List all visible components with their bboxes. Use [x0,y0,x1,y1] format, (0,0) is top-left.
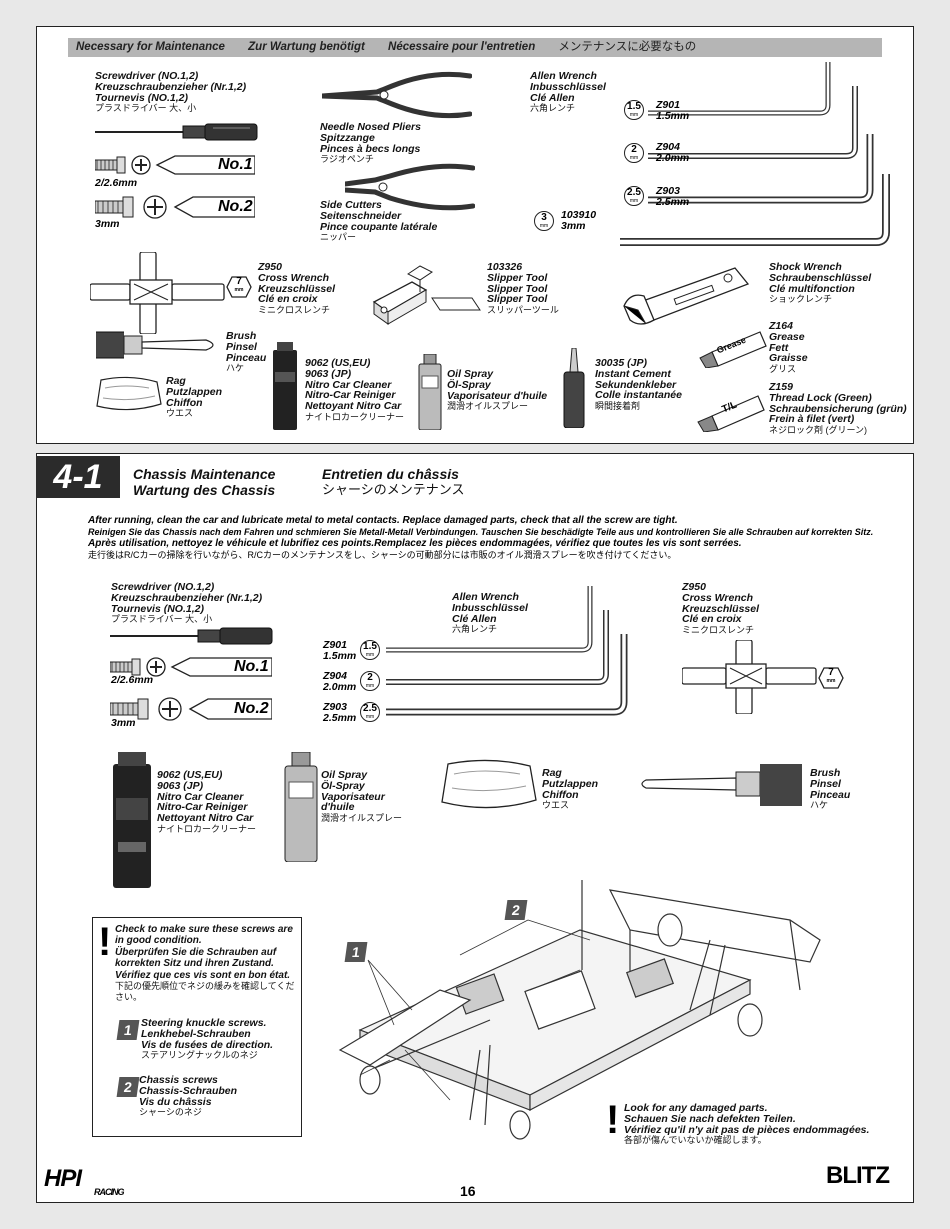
allen-wrench-set-icon-2 [386,586,628,716]
cross-wrench-icon [90,252,225,334]
allen-wrench-set-icon [620,62,890,246]
brush-label-2: Brush Pinsel Pinceau ハケ [810,767,851,811]
cross-wrench-label-2: Z950 Cross Wrench Kreuzschlüssel Clé en … [682,581,760,636]
screw-check-box [92,917,302,1137]
no2-label: No.2 [218,198,253,215]
screw-small-size: 2/2.6mm [95,177,138,189]
screw-small-size-2: 2/2.6mm [111,674,154,686]
side-cutters-icon [345,163,475,211]
oil-spray-label: Oil Spray Öl-Spray Vaporisateur d'huile … [447,368,548,412]
hpi-racing-logo: HPI RACING [44,1165,124,1197]
rag-icon [96,376,162,411]
chassis-illustration [338,880,821,1140]
screw-large-size: 3mm [95,218,120,230]
pliers-label: Needle Nosed Pliers Spitzzange Pinces à … [320,121,421,165]
header-de: Zur Wartung benötigt [248,41,365,53]
screw-item-1-text: Steering knuckle screws. Lenkhebel-Schra… [141,1017,274,1061]
nitro-cleaner-can-icon-2 [113,752,151,888]
rag-label: Rag Putzlappen Chiffon ウエス [166,375,223,419]
slipper-tool-icon [372,265,481,325]
brush-icon-2 [641,764,802,806]
rag-icon-2 [441,759,537,809]
header-jp: メンテナンスに必要なもの [558,41,697,53]
thread-lock-tube-icon [697,395,765,432]
screw-check-text: Check to make sure these screws are in g… [115,924,295,1002]
oil-spray-label-2: Oil Spray Öl-Spray Vaporisateur d'huile … [321,769,403,824]
allen-label-2: Allen Wrench Inbusschlüssel Clé Allen 六角… [452,591,528,635]
allen-label: Allen Wrench Inbusschlüssel Clé Allen 六角… [530,70,606,114]
rag-label-2: Rag Putzlappen Chiffon ウエス [542,767,599,811]
brush-label: Brush Pinsel Pinceau ハケ [226,330,267,374]
screw-small-icon-2 [110,657,272,677]
screw-large-size-2: 3mm [111,717,136,729]
grease-tube-icon [699,331,767,368]
section-number: 4-1 [36,456,120,498]
tools-header: Necessary for Maintenance Zur Wartung be… [68,38,882,57]
instant-cement-label: 30035 (JP) Instant Cement Sekundenkleber… [595,357,682,412]
section-title-fr-jp: Entretien du châssis シャーシのメンテナンス [322,466,465,497]
no1-label-2: No.1 [234,658,269,675]
oil-spray-can-icon-2 [284,752,318,862]
cross-wrench-icon-2 [682,640,817,714]
screw-large-icon [95,195,255,219]
brush-icon [96,331,214,359]
pliers-icon [322,71,472,119]
nitro-cleaner-label-2: 9062 (US,EU) 9063 (JP) Nitro Car Cleaner… [157,769,257,834]
tools-panel [36,26,914,444]
page-number: 16 [460,1183,476,1199]
damage-exclamation-icon: ! [606,1098,620,1142]
screw-item-1-number: 1 [116,1020,140,1040]
nitro-cleaner-can-icon [273,342,297,430]
screw-large-icon-2 [110,697,272,721]
instant-cement-bottle-icon [563,348,585,428]
section-intro: After running, clean the car and lubrica… [88,515,874,560]
thread-lock-label: Z159 Thread Lock (Green) Schraubensicher… [769,381,907,436]
screw-small-icon [95,155,255,175]
shock-wrench-icon [623,267,750,325]
blitz-logo: BLITZ [826,1162,890,1189]
screw-item-2-text: Chassis screws Chassis-Schrauben Vis du … [139,1074,238,1118]
screwdriver-icon-2 [110,627,273,645]
callout-leader-lines [367,919,591,1026]
warning-exclamation-icon: ! [98,920,112,964]
screw-item-2-number: 2 [116,1077,140,1097]
grease-label: Z164 Grease Fett Graisse グリス [769,320,808,375]
screwdriver-icon [95,123,258,141]
cutters-label: Side Cutters Seitenschneider Pince coupa… [320,199,438,243]
section-title-en-de: Chassis Maintenance Wartung des Chassis [133,466,276,498]
screwdriver-label: Screwdriver (NO.1,2) Kreuzschraubenziehe… [95,70,247,114]
oil-spray-can-icon [418,354,442,430]
damage-text: Look for any damaged parts. Schauen Sie … [624,1102,870,1146]
no2-label-2: No.2 [234,700,269,717]
header-en: Necessary for Maintenance [76,41,225,53]
shock-wrench-label: Shock Wrench Schraubenschlüssel Clé mult… [769,261,872,305]
cross-wrench-label: Z950 Cross Wrench Kreuzschlüssel Clé en … [258,261,336,316]
no1-label: No.1 [218,156,253,173]
screwdriver-label-2: Screwdriver (NO.1,2) Kreuzschraubenziehe… [111,581,263,625]
slipper-tool-label: 103326 Slipper Tool Slipper Tool Slipper… [487,261,559,316]
header-fr: Nécessaire pour l'entretien [388,41,536,53]
nitro-cleaner-label: 9062 (US,EU) 9063 (JP) Nitro Car Cleaner… [305,357,405,422]
